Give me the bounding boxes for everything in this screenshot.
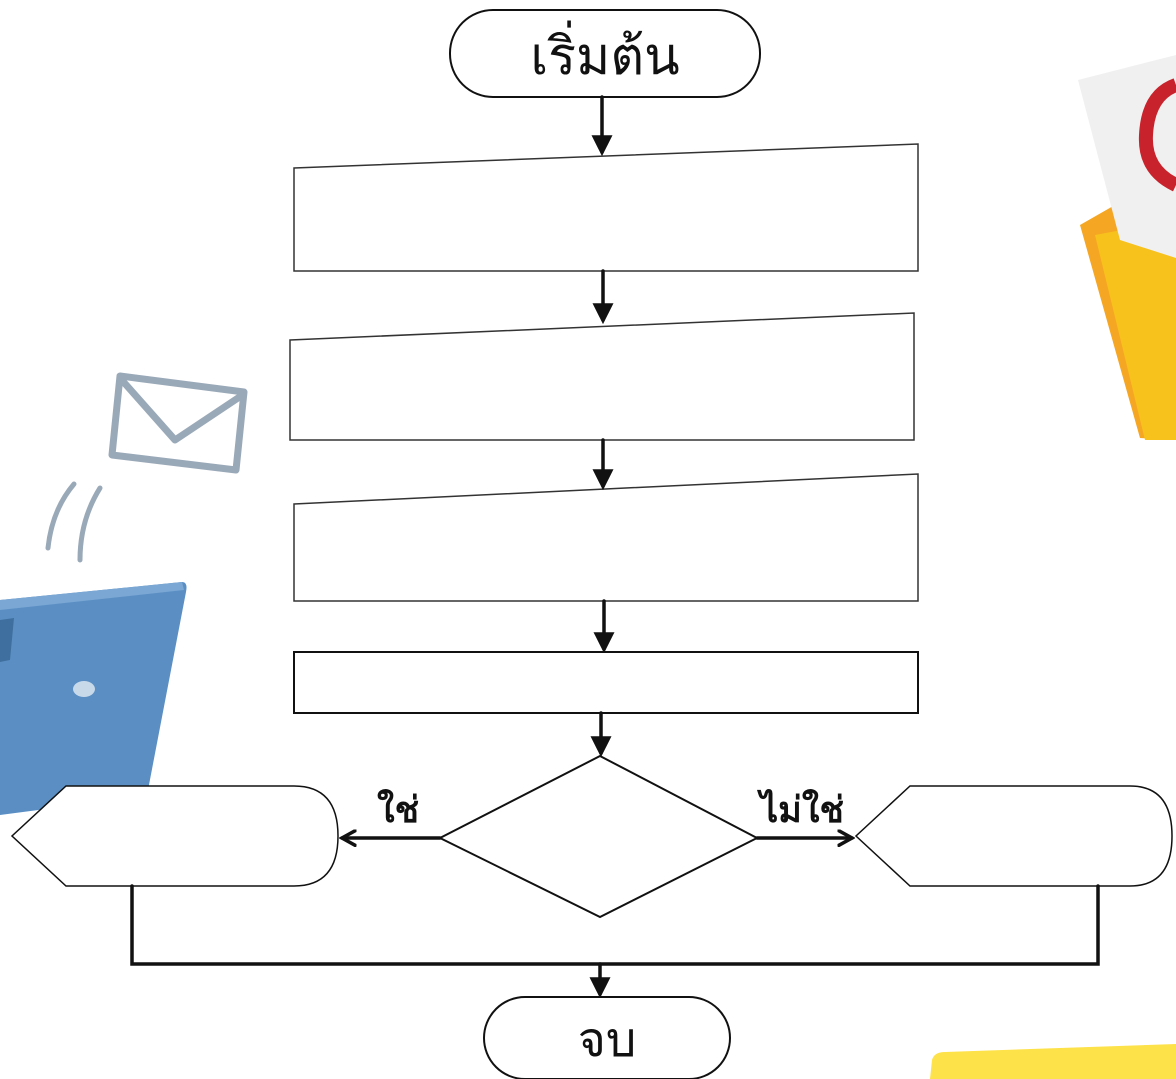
decision-diamond [437,754,760,919]
process-box [293,651,919,714]
display-no [854,785,1173,887]
input-shape-1 [293,143,919,272]
input-shape-3 [293,473,919,602]
input-shape-2 [289,312,915,441]
merge-line [130,884,1100,966]
motion-lines-icon [45,481,103,563]
start-terminator [449,9,761,98]
envelope-icon [108,372,248,474]
mail-envelope-icon [1078,55,1176,440]
laptop-icon [0,582,187,815]
yes-label: ใช่ [377,788,419,831]
connectors [130,95,1100,999]
end-label: จบ [578,1012,637,1068]
no-label: ไม่ใช่ [756,788,844,831]
sticky-note-icon [930,1044,1176,1079]
display-yes [10,785,339,887]
start-label: เริ่มต้น [530,20,679,87]
